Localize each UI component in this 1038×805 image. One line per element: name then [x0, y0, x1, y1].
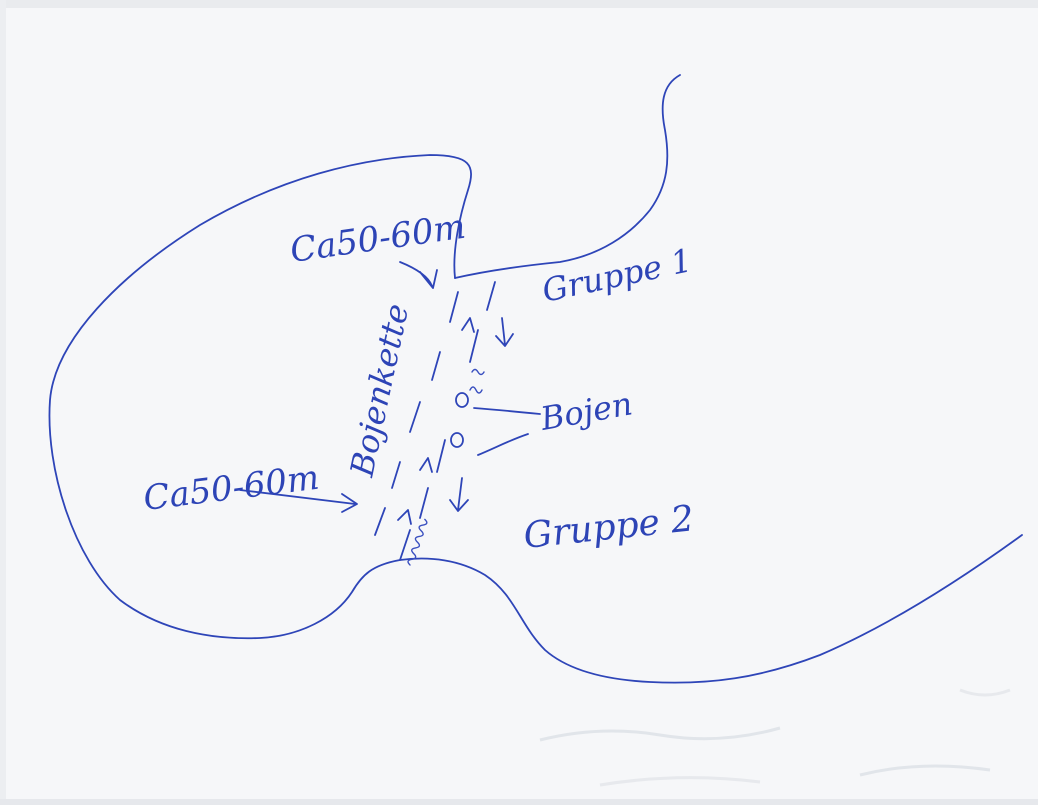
- direction-arrows: [397, 317, 514, 525]
- label-buoy-chain: Bojenkette: [342, 300, 416, 480]
- paper-top-edge: [0, 0, 1038, 8]
- paper-left-edge: [0, 0, 6, 805]
- buoy-markers: [450, 392, 469, 448]
- depth-arrow-top: [399, 261, 438, 289]
- coastline-left-land: [48, 154, 1023, 684]
- bleed-through-marks: [539, 688, 1011, 787]
- buoy-chain-squiggles: [407, 368, 485, 566]
- bojen-pointer-2: [477, 433, 529, 456]
- label-group-2: Gruppe 2: [522, 498, 696, 557]
- coastline-right-land: [454, 74, 681, 279]
- buoy-1: [455, 392, 469, 408]
- label-depth-top: Ca50-60m: [288, 207, 468, 271]
- label-depth-left: Ca50-60m: [141, 458, 321, 519]
- bojen-pointer-1: [473, 407, 541, 415]
- label-buoys: Bojen: [537, 384, 635, 438]
- paper-bottom-edge: [0, 799, 1038, 805]
- depth-arrow-left: [239, 489, 358, 513]
- label-group-1: Gruppe 1: [539, 241, 695, 310]
- buoy-chain-lines: [374, 281, 496, 561]
- buoy-2: [450, 432, 464, 448]
